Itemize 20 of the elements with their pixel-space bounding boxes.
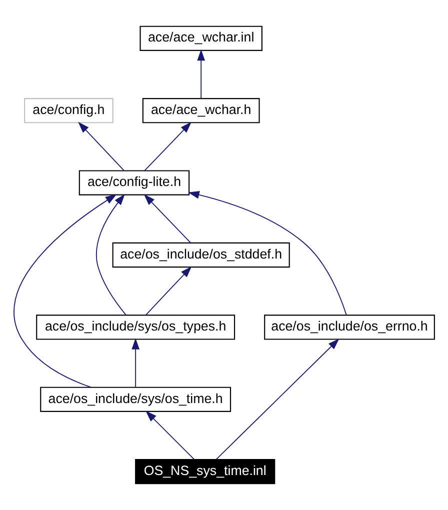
arrow [96, 194, 126, 316]
node-box: ace/ace_wchar.inl [140, 26, 262, 51]
arrow [78, 122, 124, 172]
node-box: ace/ace_wchar.h [142, 98, 260, 124]
arrow [132, 338, 140, 388]
arrow [188, 191, 347, 316]
node-box: ace/config.h [24, 98, 114, 124]
arrow [145, 266, 192, 316]
arrow [144, 194, 192, 244]
arrow [197, 49, 206, 99]
arrow [216, 338, 340, 460]
node-box: OS_NS_sys_time.inl [135, 459, 276, 484]
node-box: ace/os_include/os_errno.h [264, 314, 435, 340]
node-box: ace/os_include/sys/os_time.h [40, 386, 232, 412]
node-box: ace/os_include/os_stddef.h [112, 242, 290, 268]
arrow [146, 410, 195, 460]
node-box: ace/os_include/sys/os_types.h [36, 314, 236, 340]
arrow [14, 194, 117, 388]
node-box: ace/config-lite.h [78, 170, 190, 196]
arrow [144, 122, 192, 172]
